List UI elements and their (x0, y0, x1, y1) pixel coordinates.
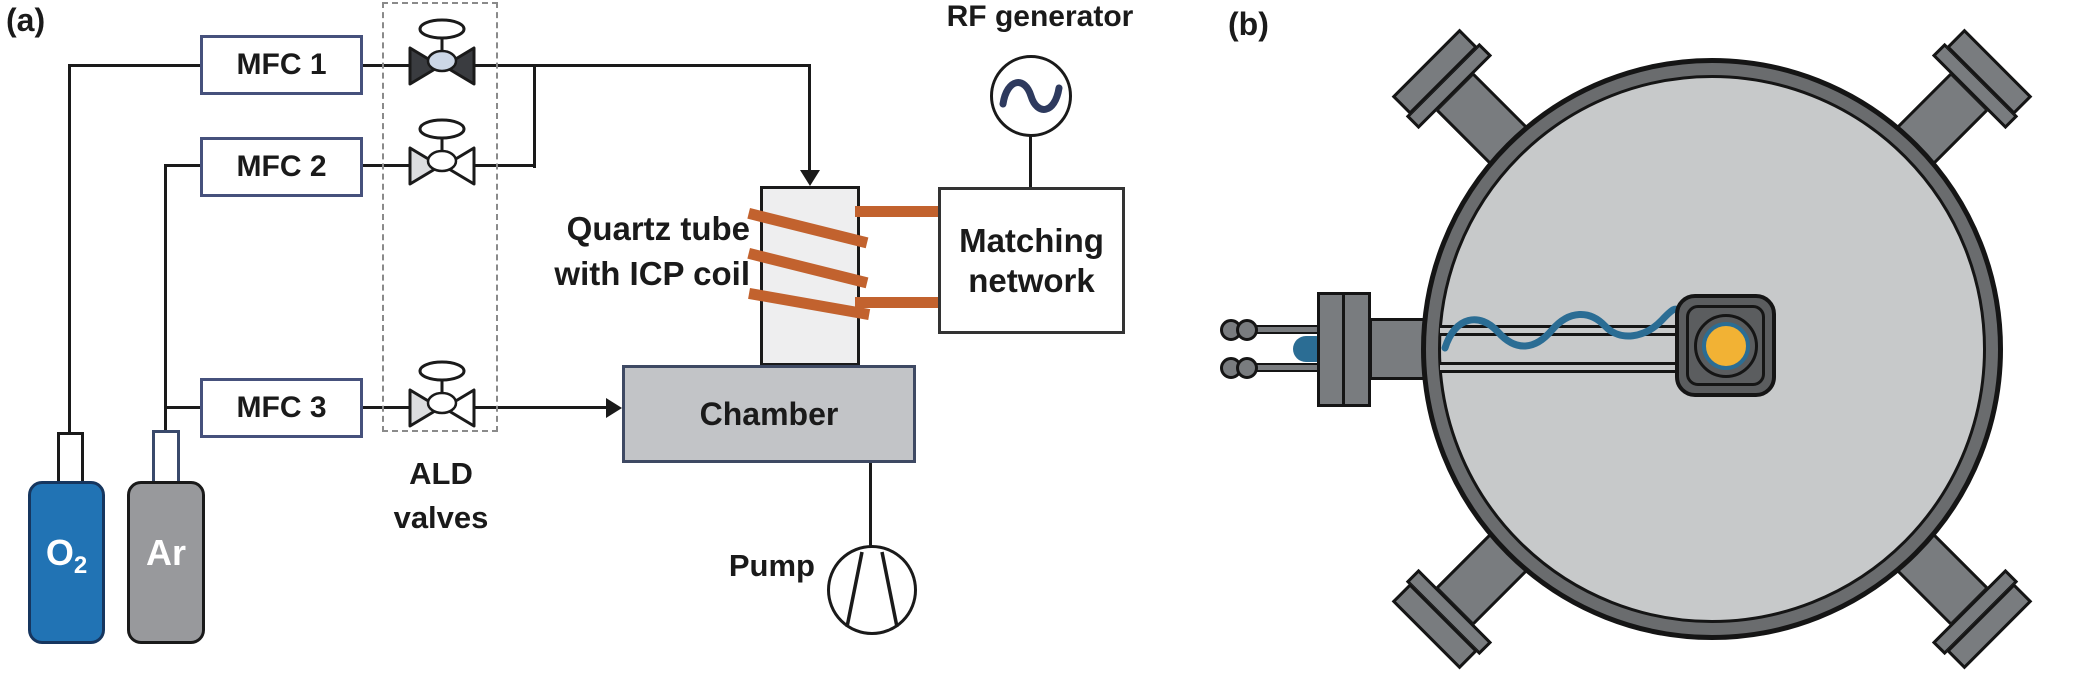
pump-label: Pump (728, 548, 815, 583)
chamber-box: Chamber (622, 365, 916, 463)
pump-symbol (827, 545, 917, 635)
mfc2-box: MFC 2 (200, 137, 363, 197)
mfc1-label: MFC 1 (236, 48, 327, 81)
mfc3-to-chamber-line (363, 406, 608, 409)
sine-wave-icon (999, 79, 1063, 113)
line-into-quartz-tube (808, 64, 811, 174)
mfc2-junction-line (533, 64, 536, 168)
o2-cylinder-label: O2 (45, 532, 88, 580)
mfc1-to-plasma-line (363, 64, 811, 67)
icp-coil-top-lead (855, 206, 940, 217)
matching-network-line2: network (968, 261, 1095, 299)
sample-rod-bottom (1440, 362, 1684, 373)
o2-cylinder: O2 (28, 481, 105, 644)
rf-generator-label: RF generator (946, 0, 1134, 33)
o2-cylinder-neck (57, 432, 84, 484)
feedthrough-flange (1317, 292, 1371, 407)
chamber-label: Chamber (699, 395, 839, 432)
sample (1701, 321, 1750, 370)
o2-supply-line-vertical (68, 64, 71, 434)
mfc2-label: MFC 2 (236, 150, 327, 183)
ald-valves-caption-line1: ALD (409, 456, 473, 491)
mfc3-box: MFC 3 (200, 378, 363, 438)
quartz-tube-caption: Quartz tube with ICP coil (440, 206, 750, 296)
ald-valve-1-closed-icon (408, 18, 476, 86)
ar-cylinder-label: Ar (145, 532, 186, 573)
ald-system-figure: { "figure": { "panel_a_label": "(a)", "p… (6, 0, 2033, 670)
rf-generator-symbol (990, 55, 1072, 137)
ar-cylinder-neck (152, 430, 180, 484)
ald-valve-2-open-icon (408, 118, 476, 186)
matching-network-line1: Matching (959, 221, 1104, 259)
ar-supply-line-vertical (164, 164, 167, 432)
ald-valve-3-open-icon (408, 360, 476, 428)
stage-inner-ring (1686, 305, 1765, 386)
o2-supply-line-horizontal (68, 64, 202, 67)
feedthrough-pin-top (1252, 325, 1322, 334)
thermocouple-wire (1441, 305, 1686, 352)
quartz-caption-line2: with ICP coil (554, 255, 750, 292)
pin-connector-ball (1236, 319, 1258, 341)
ar-to-mfc2-line (164, 164, 202, 167)
pin-connector-ball (1236, 357, 1258, 379)
quartz-caption-line1: Quartz tube (566, 210, 750, 247)
rf-to-matching-line (1029, 135, 1032, 189)
panel-a-label: (a) (6, 2, 46, 38)
sample-stage (1675, 294, 1776, 397)
icp-coil-bottom-lead (855, 297, 940, 308)
mfc3-label: MFC 3 (236, 391, 327, 424)
ald-valves-dashed-box (382, 2, 498, 432)
stage-circle-ring (1693, 313, 1758, 378)
sample-rod-top (1440, 325, 1684, 336)
mfc1-box: MFC 1 (200, 35, 363, 95)
ar-cylinder: Ar (127, 481, 205, 644)
pump-vanes-icon (845, 551, 899, 628)
chamber-to-pump-line (869, 461, 872, 547)
ald-valves-caption-line2: valves (393, 500, 489, 535)
feedthrough-pin-bottom (1252, 363, 1322, 372)
panel-b-label: (b) (1228, 6, 1269, 42)
ald-valves-caption: ALD valves (383, 452, 499, 540)
matching-network-box: Matching network (938, 187, 1125, 334)
ar-to-mfc3-line (164, 406, 202, 409)
flange-divider (1342, 295, 1345, 404)
arrowhead-into-chamber (606, 398, 622, 418)
arrowhead-into-quartz-tube (800, 170, 820, 186)
